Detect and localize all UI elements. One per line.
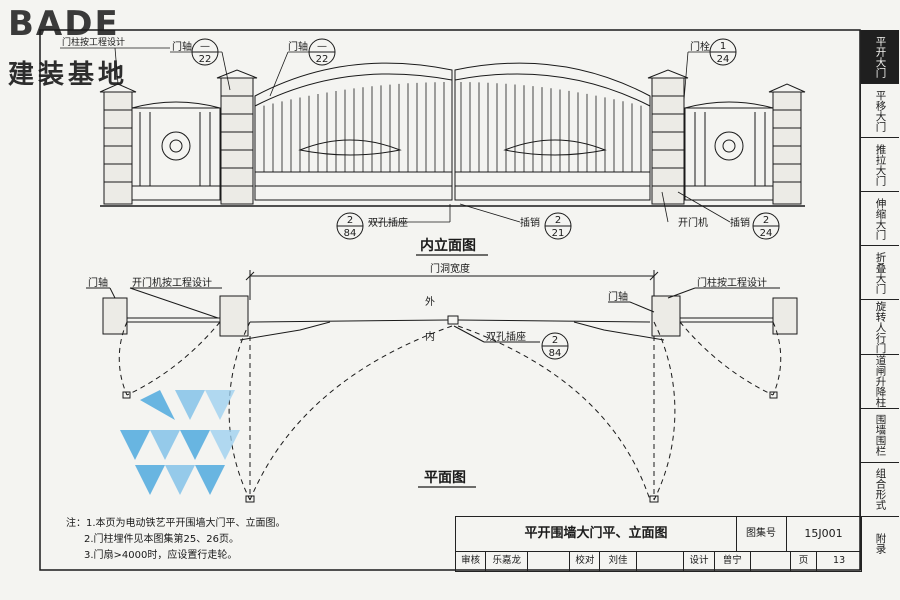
designer-signature: [751, 551, 791, 571]
ref-pin-mid: 2 21: [544, 212, 572, 240]
chapter-tabs: 平开大门平移大门推拉大门伸缩大门折叠大门旋转人行门道闸升降柱围墙围栏组合形式附录: [860, 30, 899, 570]
drawing-notes: 注：1.本页为电动铁艺平开围墙大门平、立面图。 2.门柱埋件见本图集第25、26…: [66, 516, 286, 564]
svg-text:2: 2: [347, 215, 353, 226]
ref-double-socket: 2 84: [336, 212, 364, 240]
plan-title: 平面图: [424, 470, 466, 486]
drawing-frame: [39, 29, 861, 571]
plan-ref-double-socket: 2 84: [541, 332, 569, 360]
chapter-tab[interactable]: 平移大门: [861, 84, 899, 139]
chapter-tab[interactable]: 折叠大门: [861, 246, 899, 301]
plan-outside-label: 外: [425, 296, 435, 308]
title-block: 平开围墙大门平、立面图 图集号 15J001 审核 乐嘉龙 校对 刘佳 设计 曾…: [455, 516, 862, 572]
chapter-tab[interactable]: 伸缩大门: [861, 192, 899, 247]
opener-label: 开门机: [678, 216, 708, 229]
atlas-label: 图集号: [736, 517, 787, 551]
plan-opener-design-label: 开门机按工程设计: [132, 276, 212, 289]
plan-opening-width-label: 门洞宽度: [430, 262, 470, 275]
page-number: 13: [833, 555, 846, 566]
pin-right-label: 插销: [730, 216, 750, 229]
chapter-tab[interactable]: 组合形式: [861, 463, 899, 517]
latch-label: 门栓: [690, 40, 710, 53]
gate-bars-left: [263, 82, 445, 172]
note-line: 注：1.本页为电动铁艺平开围墙大门平、立面图。: [66, 518, 286, 529]
plan-double-socket-label: 双孔插座: [486, 330, 526, 343]
check-label: 校对: [570, 551, 601, 571]
svg-text:2: 2: [555, 215, 561, 226]
reviewer-signature: [528, 551, 571, 571]
hinge-mid-label: 门轴: [288, 40, 308, 53]
page-label: 页: [791, 551, 818, 571]
plan-pillar-design-label: 门柱按工程设计: [697, 276, 767, 289]
elevation-title: 内立面图: [420, 237, 476, 254]
chapter-tab[interactable]: 附录: [874, 532, 887, 554]
note-line: 2.门柱埋件见本图集第25、26页。: [84, 534, 239, 545]
brand-logo: BADE 建装基地: [8, 4, 178, 90]
drawing-title: 平开围墙大门平、立面图: [456, 517, 737, 551]
ref-hinge-left: — 22: [191, 38, 219, 66]
signature-row: 审核 乐嘉龙 校对 刘佳 设计 曾宁 页 13: [456, 551, 861, 571]
ref-hinge-mid: — 22: [308, 38, 336, 66]
svg-text:24: 24: [717, 54, 730, 65]
double-socket-label: 双孔插座: [368, 216, 408, 229]
svg-text:22: 22: [199, 54, 212, 65]
chapter-tab[interactable]: 道闸升降柱: [861, 355, 899, 409]
review-label: 审核: [456, 551, 487, 571]
elevation-leaders: [60, 47, 731, 223]
gate-bars-right: [460, 82, 642, 172]
checker-signature: [637, 551, 685, 571]
plan-hinge-right-label: 门轴: [608, 290, 628, 303]
svg-text:2: 2: [552, 335, 558, 346]
note-line: 3.门扇>4000时，应设置行走轮。: [84, 550, 238, 561]
brand-chinese: 建装基地: [8, 60, 129, 90]
pillar-design-label: 门柱按工程设计: [62, 36, 125, 48]
svg-text:84: 84: [344, 228, 357, 239]
svg-text:21: 21: [552, 228, 565, 239]
svg-text:84: 84: [549, 348, 562, 359]
designer-name: 曾宁: [715, 551, 751, 571]
pin-mid-label: 插销: [520, 216, 540, 229]
plan-hinge-left-label: 门轴: [88, 276, 108, 289]
chapter-tab[interactable]: 旋转人行门: [861, 300, 899, 355]
plan-inside-label: 内: [425, 330, 435, 343]
svg-text:1: 1: [720, 41, 726, 52]
elevation-view: [99, 62, 806, 207]
svg-text:2: 2: [763, 215, 769, 226]
atlas-number: 15J001: [804, 527, 843, 540]
chapter-tab[interactable]: 围墙围栏: [861, 409, 899, 463]
svg-text:24: 24: [760, 228, 773, 239]
svg-text:—: —: [200, 41, 210, 52]
checker-name: 刘佳: [600, 551, 637, 571]
chapter-tab[interactable]: 推拉大门: [861, 138, 899, 193]
plan-view: [86, 270, 798, 503]
watermark-triangles: [120, 390, 240, 495]
chapter-tab[interactable]: 平开大门: [861, 30, 899, 85]
svg-text:22: 22: [316, 54, 329, 65]
design-label: 设计: [684, 551, 715, 571]
svg-text:—: —: [317, 41, 327, 52]
ref-pin-right: 2 24: [752, 212, 780, 240]
ref-latch: 1 24: [709, 38, 737, 66]
reviewer-name: 乐嘉龙: [486, 551, 529, 571]
brand-latin: BADE: [8, 4, 120, 44]
hinge-left-label: 门轴: [172, 40, 192, 53]
